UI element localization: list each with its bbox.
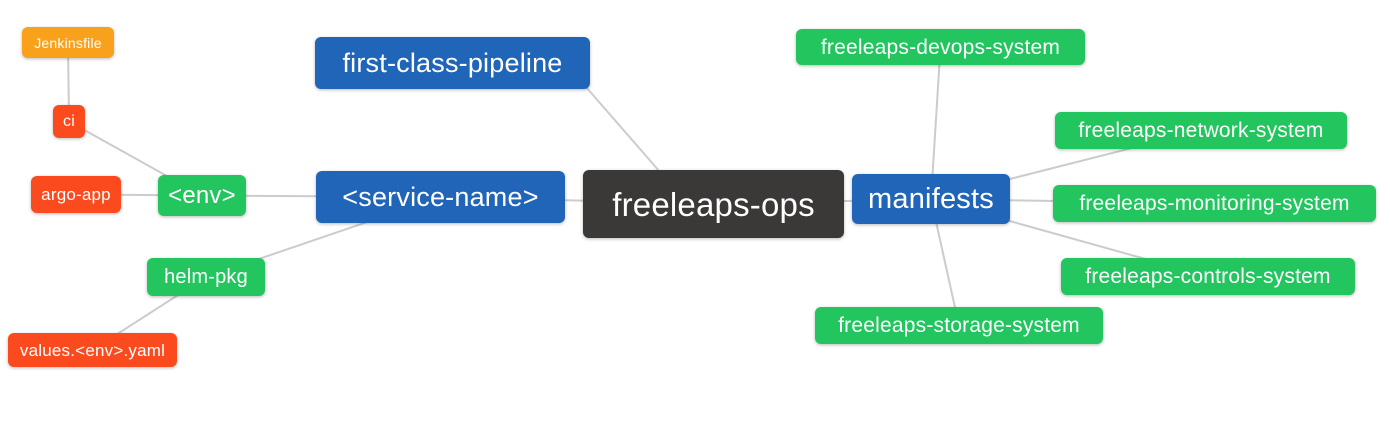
node-freeleaps-storage-system[interactable]: freeleaps-storage-system [815,307,1103,344]
node-freeleaps-ops[interactable]: freeleaps-ops [583,170,844,238]
node-jenkinsfile[interactable]: Jenkinsfile [22,27,114,58]
node-first-class-pipeline[interactable]: first-class-pipeline [315,37,590,89]
node-freeleaps-controls-system[interactable]: freeleaps-controls-system [1061,258,1355,295]
node-freeleaps-network-system[interactable]: freeleaps-network-system [1055,112,1347,149]
node-values-env-yaml[interactable]: values.<env>.yaml [8,333,177,367]
node-service-name[interactable]: <service-name> [316,171,565,223]
node-manifests[interactable]: manifests [852,174,1010,224]
node-env[interactable]: <env> [158,175,246,216]
node-helm-pkg[interactable]: helm-pkg [147,258,265,296]
node-argo-app[interactable]: argo-app [31,176,121,213]
node-ci[interactable]: ci [53,105,85,138]
node-freeleaps-monitoring-system[interactable]: freeleaps-monitoring-system [1053,185,1376,222]
node-freeleaps-devops-system[interactable]: freeleaps-devops-system [796,29,1085,65]
edge-first-class-pipeline-to-freeleaps-ops [585,86,661,173]
edge-manifests-to-freeleaps-devops-system [930,46,942,200]
